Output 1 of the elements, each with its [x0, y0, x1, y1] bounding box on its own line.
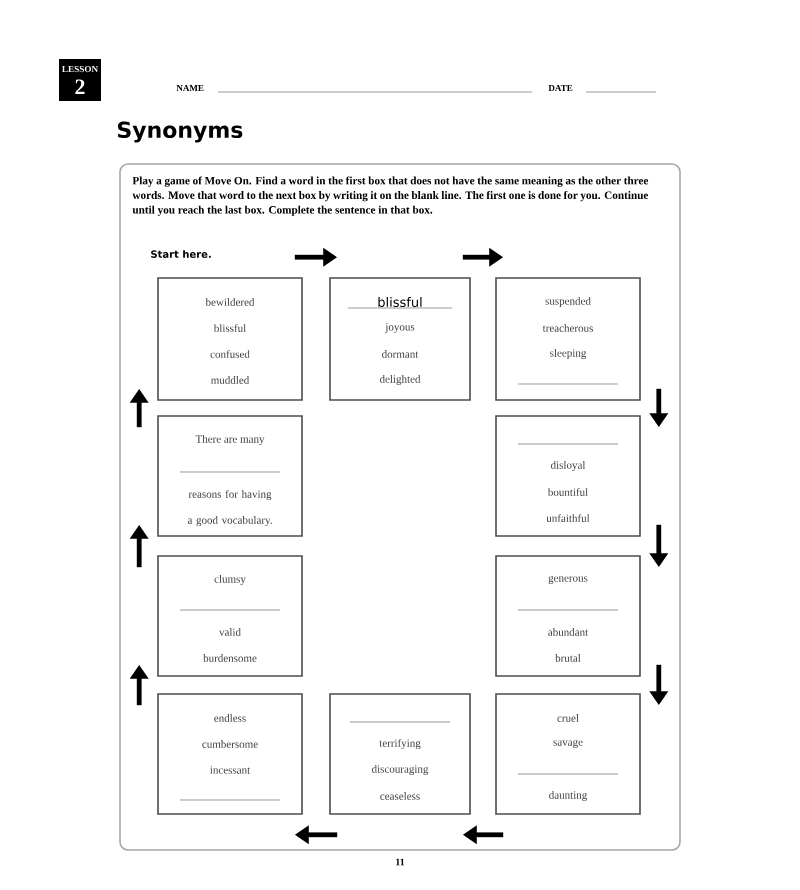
title: Synonyms — [117, 121, 243, 143]
